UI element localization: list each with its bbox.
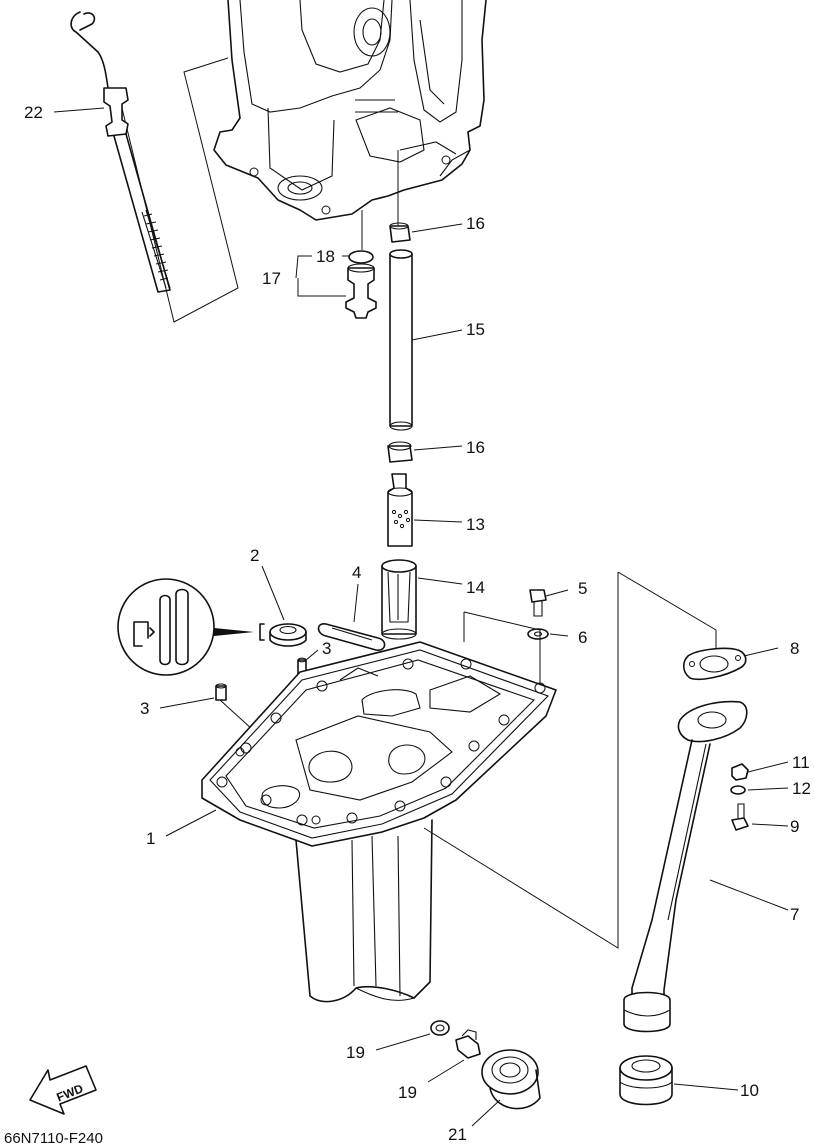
grommet-part-10 [619,1055,673,1106]
dowel-pin-part-3-left [215,683,227,701]
seal-detail-callout [117,578,265,676]
engine-block [213,0,487,221]
callout-10: 10 [740,1081,759,1100]
callout-1: 1 [146,829,155,848]
upper-casing-part-1 [201,641,557,1003]
callout-8: 8 [790,639,799,658]
grommet-part-16-upper [389,222,411,243]
washer-part-6 [527,628,549,640]
callout-12: 12 [792,779,811,798]
callout-13: 13 [466,515,485,534]
washer-part-12 [730,785,746,795]
nut-part-11 [731,763,749,781]
callout-3-right: 3 [322,639,331,658]
bolt-part-5 [529,589,547,617]
callout-15: 15 [466,320,485,339]
callout-21: 21 [448,1125,467,1144]
oil-dipstick [70,11,171,293]
oil-seal-part-2 [269,623,307,647]
callout-5: 5 [578,579,587,598]
gasket-part-4 [317,623,386,651]
drain-bolt-part-19 [455,1029,481,1059]
callout-14: 14 [466,578,485,597]
cover-part-14 [381,559,417,640]
bolt-part-9 [731,803,749,831]
callout-20: 19 [346,1043,365,1062]
forward-direction-arrow-icon: FWD [29,1065,97,1115]
callout-7: 7 [790,905,799,924]
callout-9: 9 [790,817,799,836]
callout-6: 6 [578,628,587,647]
callout-16-upper: 16 [466,214,485,233]
callout-18: 18 [316,247,335,266]
callout-labels: 22 18 17 16 15 16 13 14 5 6 2 4 3 3 1 8 … [24,103,811,1144]
callout-17: 17 [262,269,281,288]
drawing-code: 66N7110-F240 [4,1130,103,1145]
callout-11: 11 [792,753,810,772]
strainer-part-13 [387,473,413,547]
o-ring-part-18 [348,250,374,264]
callout-4: 4 [352,563,361,582]
callout-22: 22 [24,103,43,122]
exhaust-pipe-part-7 [623,700,748,1033]
rubber-cap-part-21 [481,1049,541,1110]
drain-gasket-part-20 [430,1020,450,1036]
callout-16-lower: 16 [466,438,485,457]
union-fitting-part-17 [345,263,377,319]
callout-leaders [53,107,789,1127]
exhaust-gasket-part-8 [682,647,747,681]
callout-19: 19 [398,1083,417,1102]
water-pipe-part-15 [389,249,413,431]
callout-3-left: 3 [140,699,149,718]
callout-2: 2 [250,546,259,565]
grommet-part-16-lower [387,441,413,463]
